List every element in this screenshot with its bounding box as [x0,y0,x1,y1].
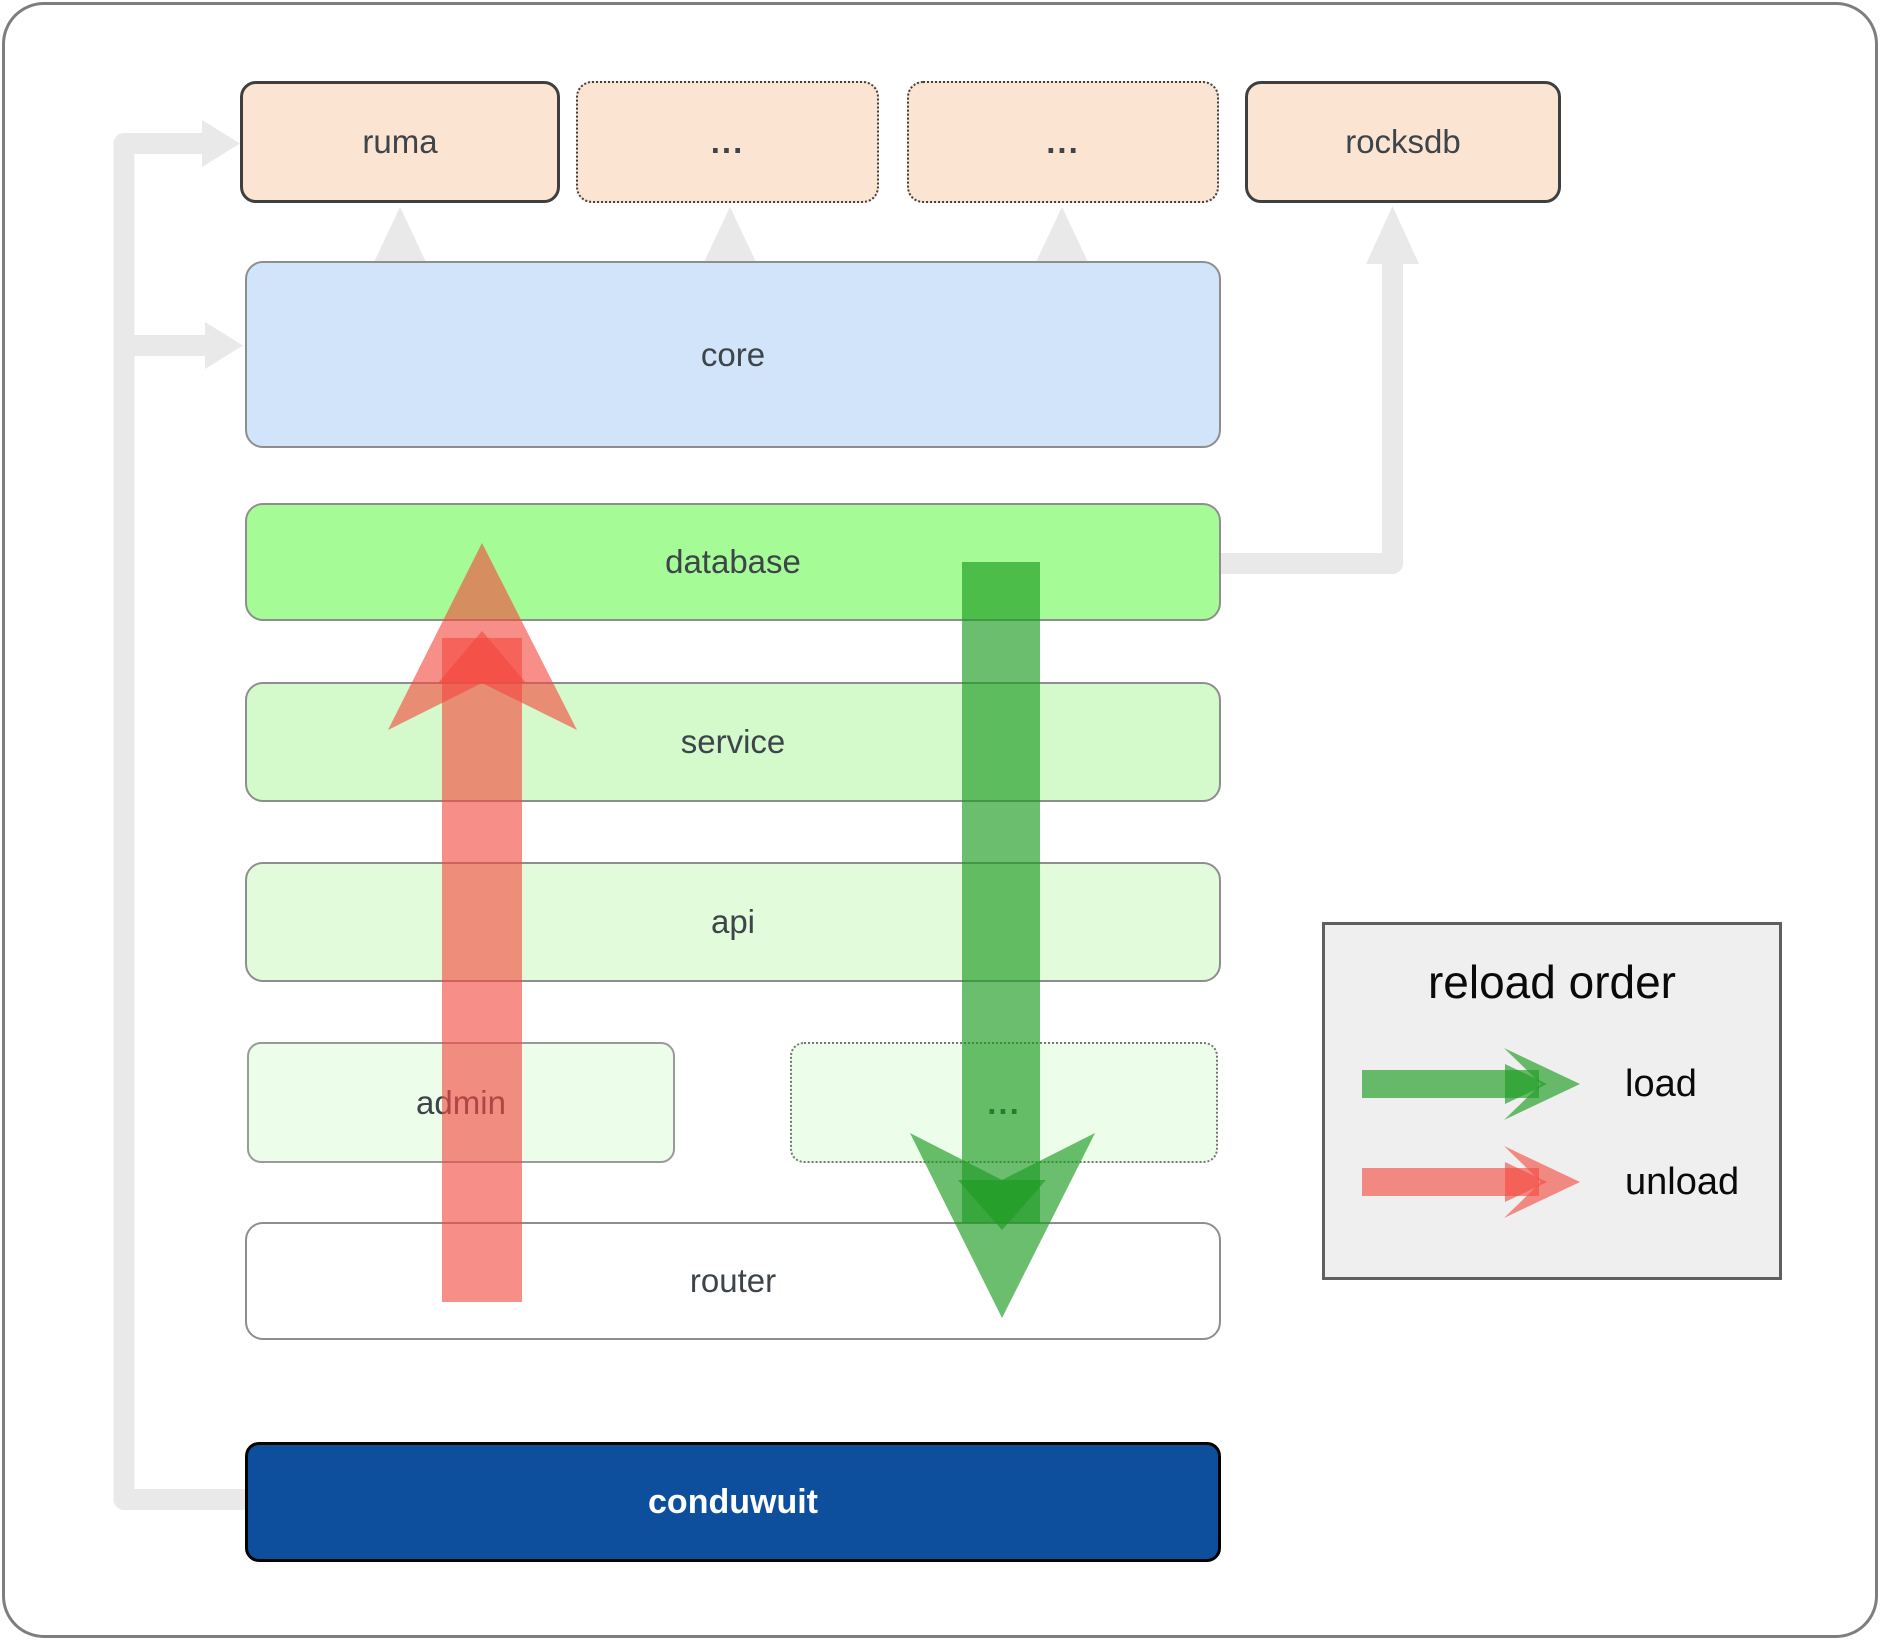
box-ellipsis-3-label: ... [987,1083,1021,1121]
box-ellipsis-1-label: ... [710,123,745,160]
legend-title: reload order [1427,956,1677,1008]
box-database-label: database [665,543,801,580]
legend-unload-arrow-icon [1362,1146,1580,1218]
box-ruma-label: ruma [362,123,438,160]
box-router: router [245,1222,1221,1340]
box-rocksdb: rocksdb [1245,81,1561,203]
box-api-label: api [710,903,756,940]
legend-unload-label: unload [1625,1160,1740,1203]
legend-load-arrow-icon [1362,1048,1580,1120]
box-service-label: service [680,723,786,760]
box-rocksdb-label: rocksdb [1345,123,1461,160]
box-api: api [245,862,1221,982]
box-ruma: ruma [240,81,560,203]
box-ellipsis-2-label: ... [1046,123,1080,160]
legend-load-label: load [1625,1062,1697,1105]
box-ellipsis-3: ... [790,1042,1218,1163]
box-ellipsis-2: ... [907,81,1219,203]
box-router-label: router [689,1262,777,1299]
box-conduwuit-label: conduwuit [648,1482,818,1521]
box-database: database [245,503,1221,621]
box-core-label: core [700,335,766,373]
box-core: core [245,261,1221,448]
box-ellipsis-1: ... [576,81,879,203]
box-service: service [245,682,1221,802]
box-admin: admin [247,1042,675,1163]
legend: reload order load unload [1322,922,1782,1280]
box-conduwuit: conduwuit [245,1442,1221,1562]
box-admin-label: admin [416,1083,506,1121]
